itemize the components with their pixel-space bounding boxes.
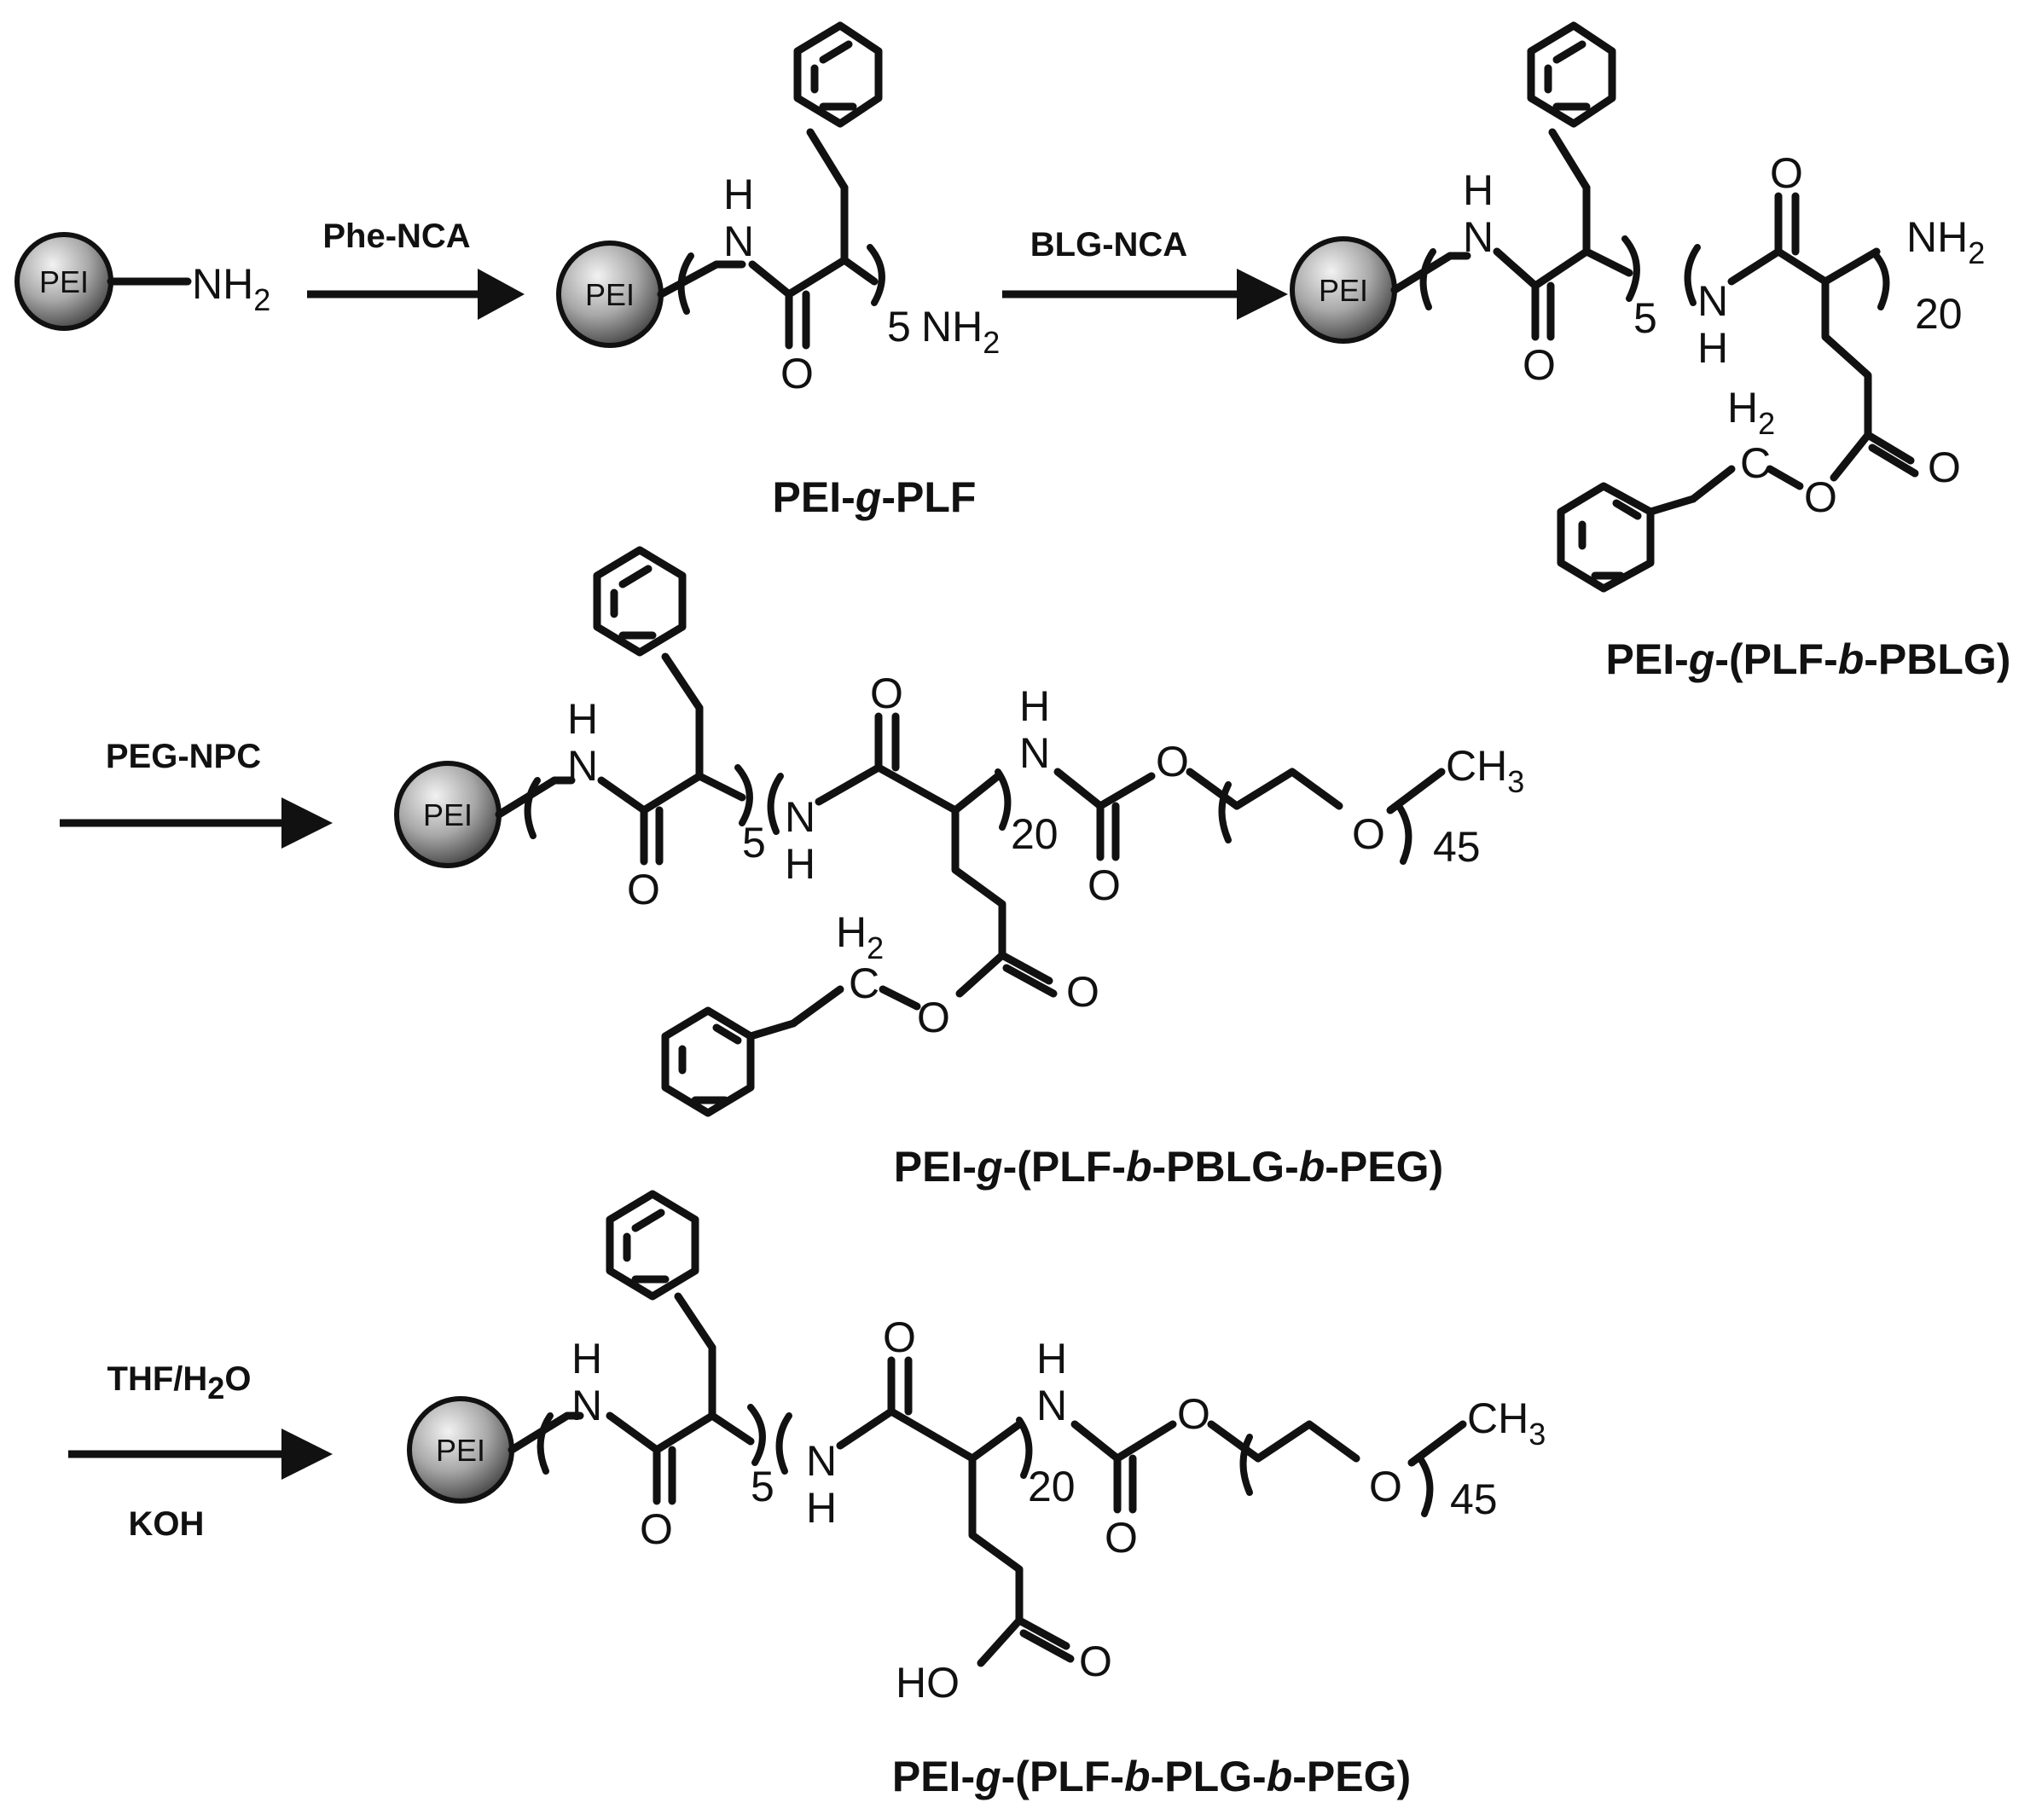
svg-text:O: O	[1066, 968, 1099, 1016]
reaction-arrow-3: PEG-NPC	[60, 738, 333, 849]
svg-text:O: O	[627, 866, 660, 913]
svg-text:45: 45	[1450, 1475, 1498, 1523]
svg-text:O: O	[1177, 1390, 1210, 1438]
svg-text:O: O	[883, 1313, 916, 1361]
svg-text:O: O	[1079, 1637, 1112, 1685]
svg-text:H: H	[571, 1335, 602, 1382]
svg-text:H: H	[1697, 324, 1728, 372]
reagent-peg-npc: PEG-NPC	[106, 738, 261, 775]
svg-text:O: O	[780, 350, 814, 397]
svg-text:N: N	[1463, 213, 1494, 261]
svg-text:O: O	[870, 669, 903, 717]
pei-g-plf-b-pblg-structure: PEI H N O 5 N H O NH2 20 O O C H2	[1290, 21, 2011, 683]
svg-text:20: 20	[1028, 1463, 1076, 1510]
svg-text:O: O	[917, 994, 950, 1041]
svg-text:5: 5	[742, 819, 766, 867]
svg-text:O: O	[1804, 473, 1837, 521]
pei-g-plf-b-plg-b-peg-structure: PEI H N O 5 N H O 20 H N O O O	[407, 1190, 1546, 1800]
svg-text:N: N	[1036, 1382, 1067, 1429]
pei-bead-label: PEI	[585, 277, 635, 312]
svg-text:H: H	[1463, 166, 1494, 214]
svg-text:N: N	[785, 793, 815, 841]
svg-text:H: H	[785, 840, 815, 888]
pei-amine-start: PEI NH2	[15, 232, 270, 331]
svg-text:O: O	[1770, 149, 1803, 197]
svg-text:20: 20	[1915, 290, 1963, 338]
reaction-arrow-1: Phe-NCA	[307, 217, 525, 320]
svg-text:O: O	[1088, 861, 1121, 909]
svg-text:45: 45	[1433, 823, 1481, 871]
svg-text:HO: HO	[896, 1659, 960, 1707]
svg-text:N: N	[723, 217, 754, 265]
svg-text:O: O	[1523, 341, 1556, 389]
svg-text:H: H	[567, 695, 598, 743]
svg-text:H2: H2	[836, 908, 884, 965]
amine-label: NH2	[192, 260, 270, 317]
svg-text:H: H	[723, 171, 754, 218]
svg-text:N: N	[567, 742, 598, 790]
reagent-thf-water: THF/H2O	[107, 1360, 252, 1406]
svg-text:O: O	[1156, 738, 1189, 785]
product-label-2: PEI-g-(PLF-b-PBLG)	[1606, 635, 2011, 683]
reaction-arrow-2: BLG-NCA	[1002, 226, 1288, 320]
reagent-blg-nca: BLG-NCA	[1030, 226, 1187, 264]
svg-text:N: N	[1697, 277, 1728, 325]
pei-bead-label: PEI	[436, 1433, 485, 1468]
svg-text:O: O	[1105, 1514, 1138, 1562]
pei-bead-label: PEI	[423, 797, 473, 832]
svg-text:O: O	[640, 1505, 673, 1553]
product-label-3: PEI-g-(PLF-b-PBLG-b-PEG)	[894, 1143, 1443, 1191]
pei-g-plf-structure: PEI H N O 5 NH2 PEI-g-PLF	[556, 21, 1000, 521]
svg-text:5: 5	[1633, 294, 1657, 342]
svg-text:CH3: CH3	[1467, 1394, 1546, 1452]
product-label-1: PEI-g-PLF	[773, 473, 977, 521]
pei-g-plf-b-pblg-b-peg-structure: PEI H N O 5 N H O 20 H N O O O	[394, 546, 1524, 1191]
reaction-arrow-4: THF/H2O KOH	[68, 1360, 333, 1543]
svg-text:N: N	[1019, 729, 1050, 777]
svg-text:H2: H2	[1727, 384, 1775, 441]
svg-text:C: C	[849, 959, 879, 1007]
pei-bead-label: PEI	[1319, 273, 1368, 308]
svg-text:NH2: NH2	[1906, 213, 1985, 270]
svg-text:5: 5	[887, 303, 911, 351]
pei-bead-label: PEI	[39, 264, 89, 299]
svg-text:C: C	[1740, 439, 1771, 487]
svg-text:H: H	[1036, 1335, 1067, 1382]
svg-text:H: H	[1019, 682, 1050, 730]
svg-text:CH3: CH3	[1446, 742, 1524, 799]
svg-text:N: N	[806, 1437, 837, 1485]
product-label-4: PEI-g-(PLF-b-PLG-b-PEG)	[892, 1753, 1411, 1800]
svg-text:NH2: NH2	[921, 303, 1000, 360]
svg-text:O: O	[1369, 1463, 1402, 1510]
svg-text:N: N	[571, 1382, 602, 1429]
svg-text:H: H	[806, 1484, 837, 1532]
svg-text:O: O	[1352, 810, 1385, 858]
svg-text:O: O	[1928, 443, 1961, 491]
reagent-phe-nca: Phe-NCA	[322, 217, 470, 255]
svg-text:5: 5	[751, 1463, 774, 1510]
reagent-koh: KOH	[129, 1505, 205, 1543]
svg-text:20: 20	[1011, 810, 1059, 858]
